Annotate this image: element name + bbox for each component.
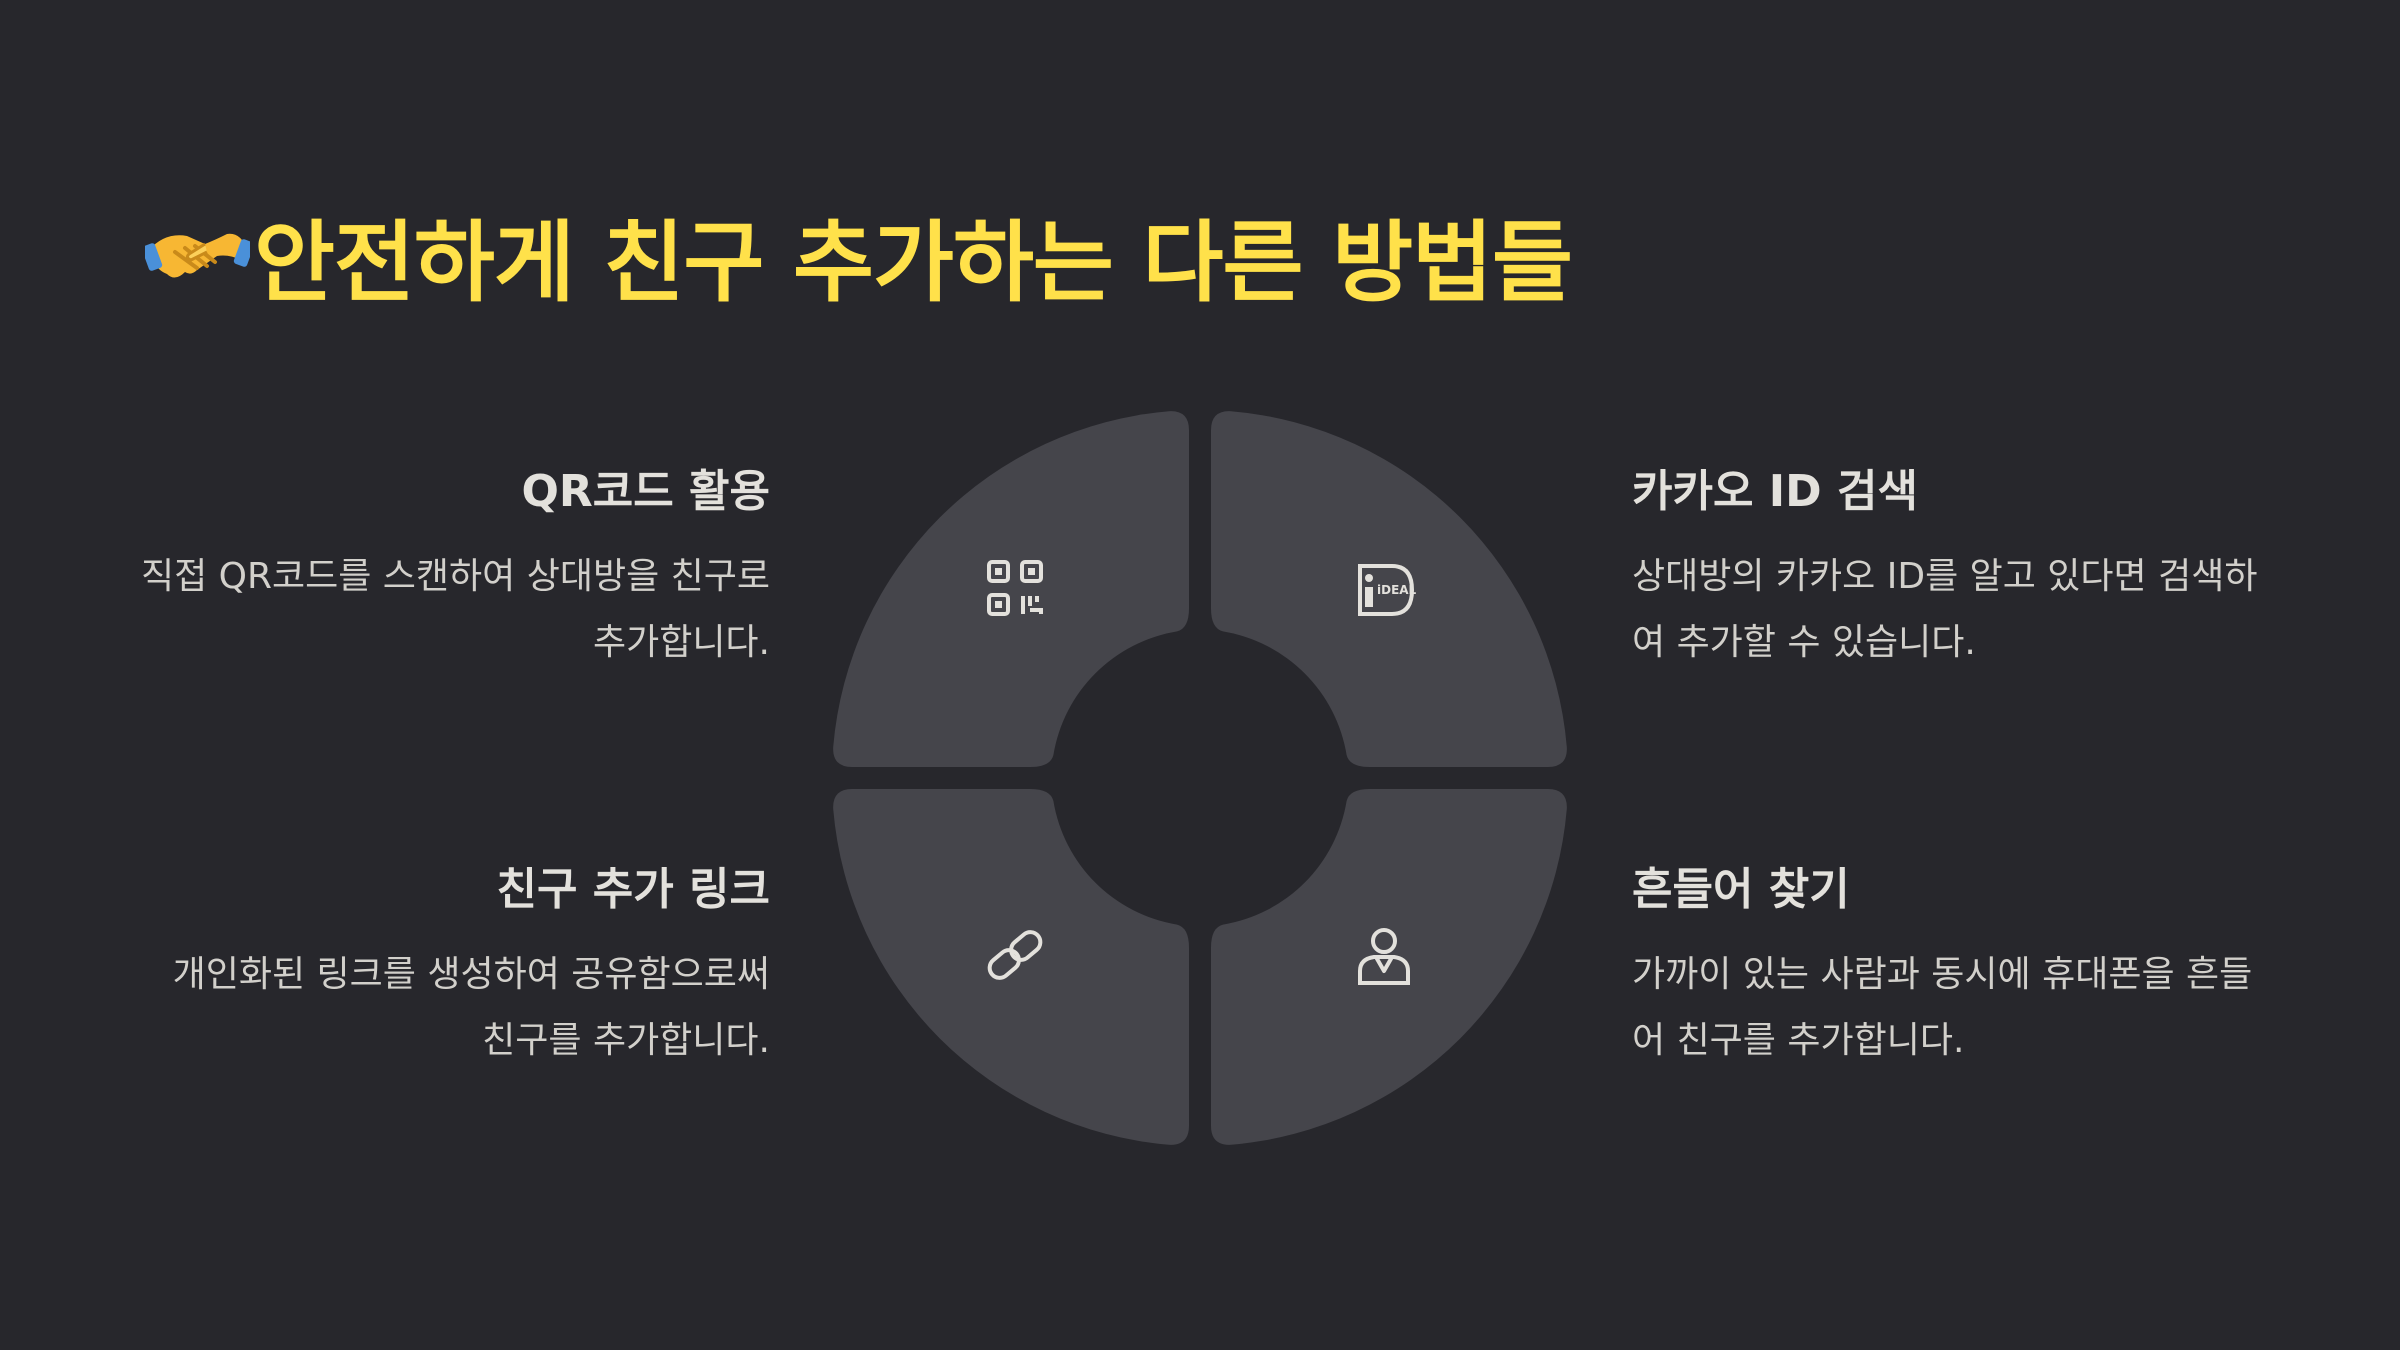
method-kakao-id-title: 카카오 ID 검색 (1632, 466, 1918, 517)
method-qr-description: 직접 QR코드를 스캔하여 상대방을 친구로 추가합니다. (140, 556, 770, 663)
method-qr-title: QR코드 활용 (521, 466, 770, 517)
segment-qr (833, 411, 1189, 767)
handshake-icon (145, 233, 250, 278)
person-icon (1358, 928, 1410, 985)
method-qr: QR코드 활용 직접 QR코드를 스캔하여 상대방을 친구로 추가합니다. (130, 462, 770, 676)
method-link: 친구 추가 링크 개인화된 링크를 생성하여 공유함으로써 친구를 추가합니다. (130, 860, 770, 1074)
qr-code-icon (987, 560, 1043, 616)
title-text: 안전하게 친구 추가하는 다른 방법들 (254, 210, 1573, 314)
segment-kakao-id (1211, 411, 1567, 767)
id-badge-icon: iDEAL (1358, 564, 1417, 616)
method-shake-title: 흔들어 찾기 (1632, 864, 1850, 915)
svg-text:iDEAL: iDEAL (1377, 583, 1417, 597)
method-kakao-id: 카카오 ID 검색 상대방의 카카오 ID를 알고 있다면 검색하여 추가할 수… (1632, 462, 2272, 676)
link-icon (987, 930, 1043, 980)
segment-shake (1211, 789, 1567, 1145)
segment-link (833, 789, 1189, 1145)
method-link-title: 친구 추가 링크 (496, 864, 770, 915)
method-shake: 흔들어 찾기 가까이 있는 사람과 동시에 휴대폰을 흔들어 친구를 추가합니다… (1632, 860, 2272, 1074)
method-shake-description: 가까이 있는 사람과 동시에 휴대폰을 흔들어 친구를 추가합니다. (1632, 954, 2253, 1061)
page-title: 안전하게 친구 추가하는 다른 방법들 (145, 195, 1573, 315)
method-kakao-id-description: 상대방의 카카오 ID를 알고 있다면 검색하여 추가할 수 있습니다. (1632, 556, 2258, 663)
method-link-description: 개인화된 링크를 생성하여 공유함으로써 친구를 추가합니다. (172, 954, 770, 1061)
